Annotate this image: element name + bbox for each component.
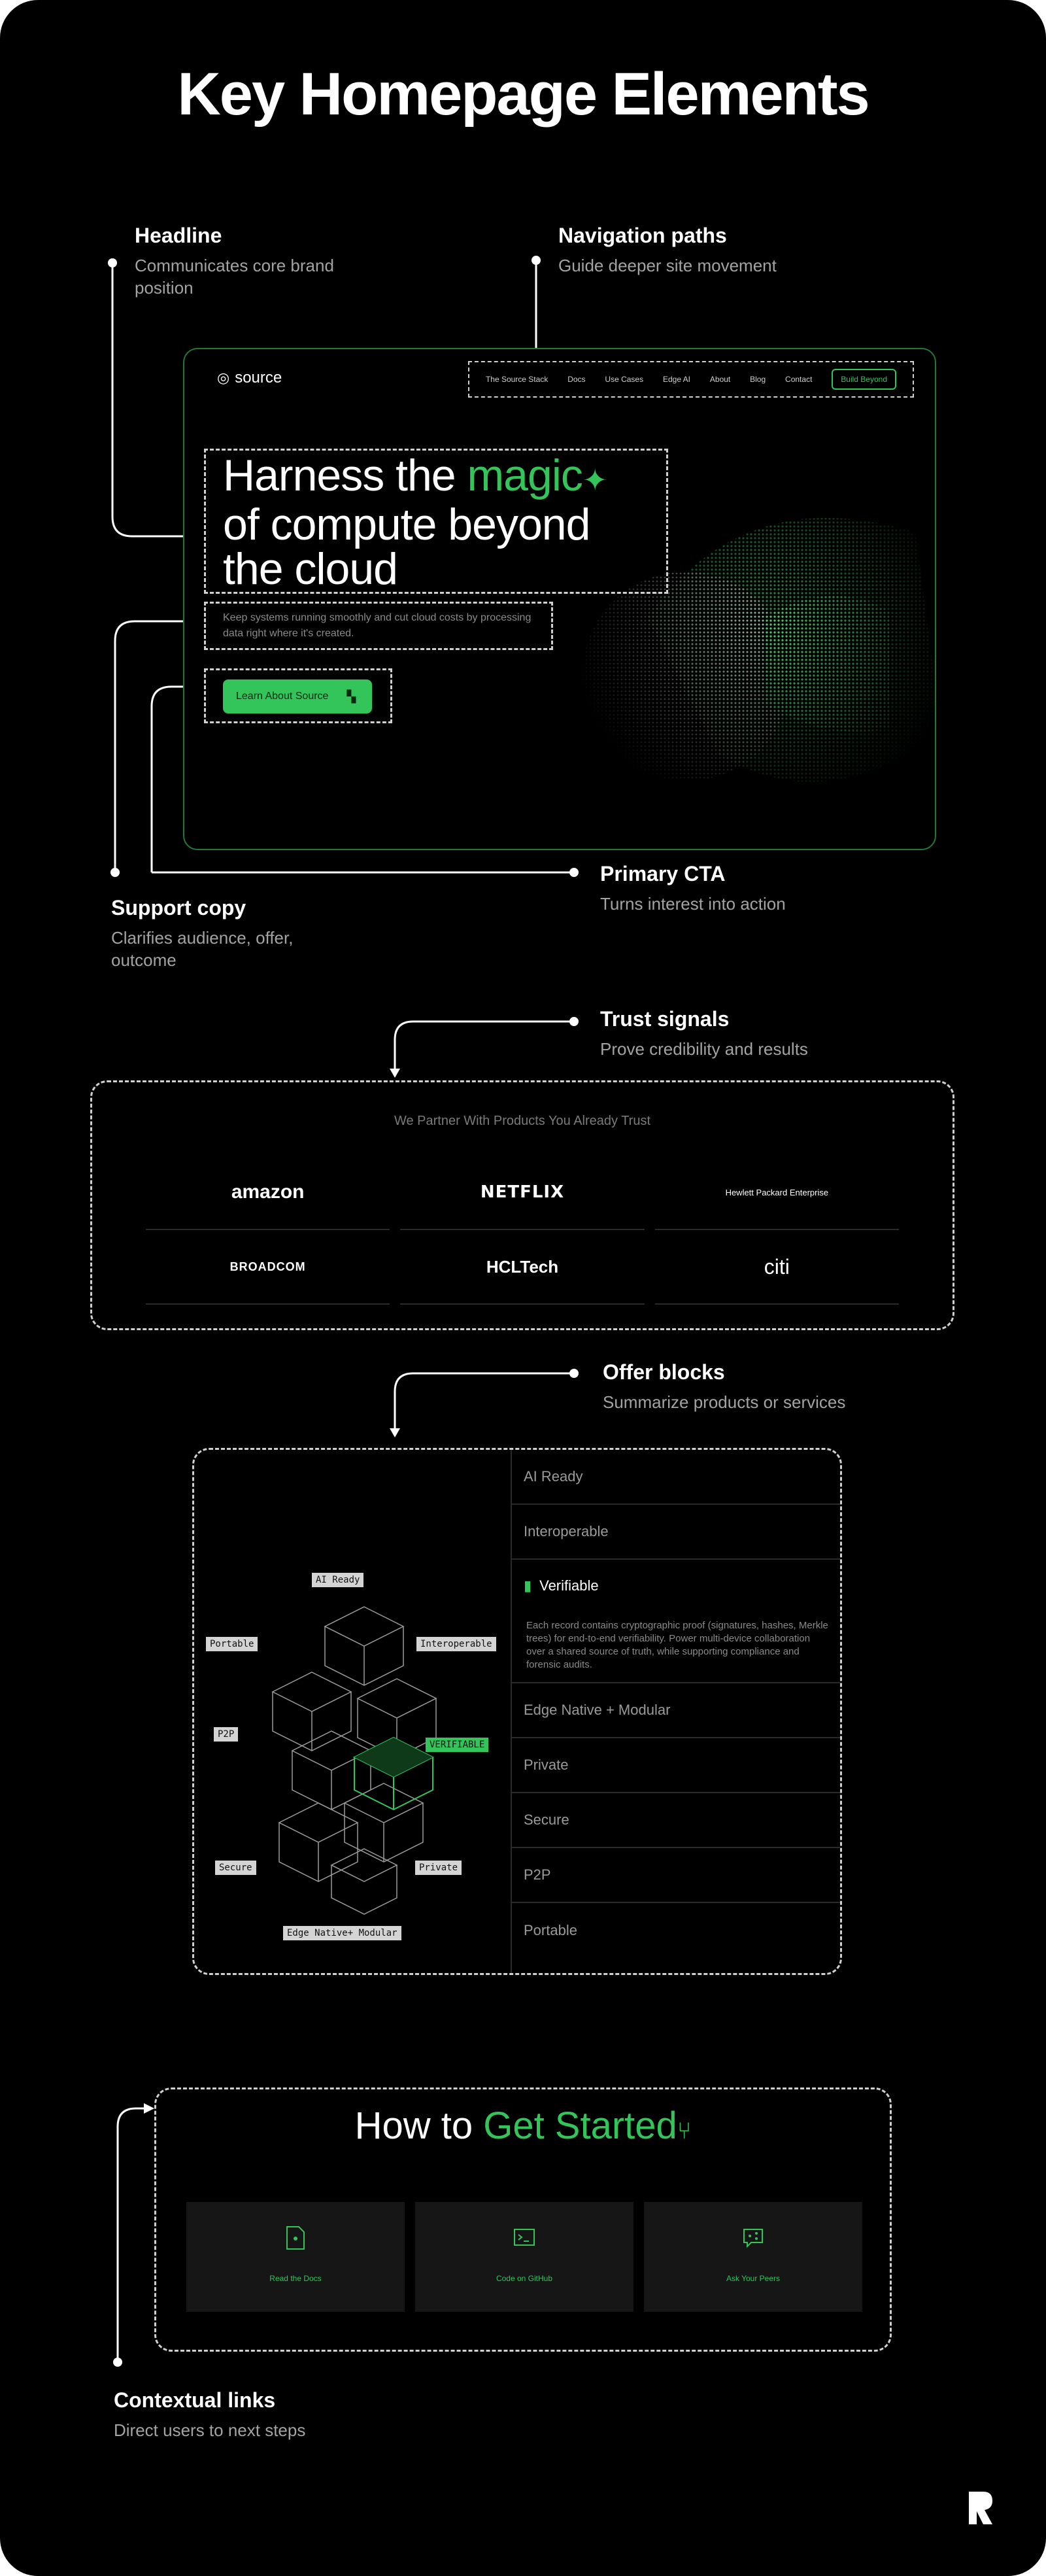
- github-link-card[interactable]: Code on GitHub: [415, 2202, 633, 2312]
- annotation-primary-cta: Primary CTA Turns interest into action: [600, 862, 875, 915]
- annotation-subtitle: Turns interest into action: [600, 894, 786, 914]
- headline-text: Harness the: [223, 451, 467, 500]
- annotation-contextual-links: Contextual links Direct users to next st…: [114, 2388, 414, 2441]
- offer-item-interoperable[interactable]: Interoperable: [512, 1505, 840, 1560]
- logo-icon: ◎: [217, 369, 230, 386]
- diagram-label-interoperable: Interoperable: [416, 1637, 496, 1651]
- offer-item-portable[interactable]: Portable: [524, 1922, 577, 1938]
- annotation-navigation: Navigation paths Guide deeper site movem…: [558, 224, 833, 277]
- cta-highlight: Learn About Source ▚: [204, 668, 392, 723]
- annotation-title: Contextual links: [114, 2388, 276, 2412]
- offer-item-ai-ready[interactable]: AI Ready: [512, 1450, 840, 1505]
- offer-item-edge-native[interactable]: Edge Native + Modular: [512, 1683, 840, 1738]
- offer-item-p2p[interactable]: P2P: [512, 1848, 840, 1903]
- diagram-label-portable: Portable: [206, 1637, 258, 1651]
- get-started-heading: How to Get Started⑂: [156, 2104, 890, 2148]
- chat-network-icon: [743, 2229, 763, 2248]
- logo-text: source: [235, 369, 282, 386]
- partner-logo-netflix: NETFLIX: [400, 1156, 645, 1230]
- offer-item-secure[interactable]: Secure: [512, 1793, 840, 1848]
- annotation-headline: Headline Communicates core brand positio…: [135, 224, 370, 299]
- annotation-subtitle: Direct users to next steps: [114, 2420, 306, 2440]
- offer-item-private[interactable]: Private: [512, 1738, 840, 1793]
- offer-blocks-section: AI Ready Portable Interoperable P2P VERI…: [192, 1448, 842, 1975]
- offer-item-verifiable[interactable]: ▮ Verifiable: [512, 1560, 840, 1611]
- diagram-label-verifiable: VERIFIABLE: [426, 1738, 489, 1752]
- annotation-title: Offer blocks: [603, 1360, 725, 1384]
- annotation-title: Navigation paths: [558, 224, 727, 247]
- annotation-subtitle: Guide deeper site movement: [558, 256, 777, 275]
- arrow-blocks-icon: ▚: [346, 689, 356, 703]
- annotation-title: Primary CTA: [600, 862, 726, 885]
- annotation-offer-blocks: Offer blocks Summarize products or servi…: [603, 1360, 903, 1413]
- nav-item-contact[interactable]: Contact: [785, 375, 813, 384]
- terminal-icon: [514, 2229, 535, 2246]
- diagram-label-private: Private: [415, 1861, 462, 1875]
- trust-heading: We Partner With Products You Already Tru…: [394, 1114, 651, 1128]
- annotation-subtitle: Clarifies audience, offer, outcome: [111, 928, 294, 970]
- button-label: Learn About Source: [236, 691, 329, 702]
- offer-item-description: Each record contains cryptographic proof…: [512, 1611, 840, 1683]
- dot-sphere-graphic: [582, 517, 935, 782]
- headline-accent: magic: [467, 451, 583, 500]
- partner-logo-hcltech: HCLTech: [400, 1230, 645, 1305]
- branch-icon: ⑂: [677, 2117, 692, 2144]
- card-label: Ask Your Peers: [726, 2274, 781, 2283]
- heading-accent: Get Started: [483, 2104, 677, 2147]
- headline-rest: of compute beyond the cloud: [223, 500, 590, 594]
- offer-item-label: Verifiable: [539, 1577, 599, 1594]
- learn-about-source-button[interactable]: Learn About Source ▚: [223, 679, 372, 713]
- diagram-label-secure: Secure: [215, 1861, 256, 1875]
- diagram-label-edge-native: Edge Native+ Modular: [283, 1926, 401, 1940]
- brand-mark-icon: [969, 2492, 992, 2524]
- nav-item-docs[interactable]: Docs: [567, 375, 586, 384]
- partner-logo-grid: amazon NETFLIX Hewlett Packard Enterpris…: [146, 1156, 899, 1305]
- main-navigation: The Source Stack Docs Use Cases Edge AI …: [468, 361, 914, 398]
- hero-mockup: ◎ source The Source Stack Docs Use Cases…: [183, 348, 936, 850]
- annotation-title: Headline: [135, 224, 222, 247]
- brand-logo[interactable]: ◎ source: [217, 369, 282, 387]
- annotation-subtitle: Prove credibility and results: [600, 1039, 808, 1059]
- annotation-subtitle: Communicates core brand position: [135, 256, 334, 298]
- document-icon: ▮: [524, 1577, 532, 1594]
- partner-logo-broadcom: BROADCOM: [146, 1230, 390, 1305]
- nav-item-edge-ai[interactable]: Edge AI: [662, 375, 691, 384]
- diagram-label-p2p: P2P: [214, 1727, 239, 1742]
- trust-signals-section: We Partner With Products You Already Tru…: [90, 1080, 954, 1330]
- isometric-cube-diagram: [271, 1606, 437, 1915]
- hero-support-copy: Keep systems running smoothly and cut cl…: [204, 602, 553, 650]
- peers-link-card[interactable]: Ask Your Peers: [644, 2202, 862, 2312]
- annotation-subtitle: Summarize products or services: [603, 1392, 846, 1412]
- sparkle-icon: ✦: [582, 463, 608, 497]
- card-label: Code on GitHub: [496, 2274, 553, 2283]
- document-share-icon: [286, 2226, 305, 2250]
- nav-item-use-cases[interactable]: Use Cases: [605, 375, 644, 384]
- build-beyond-button[interactable]: Build Beyond: [832, 369, 896, 390]
- nav-item-about[interactable]: About: [709, 375, 731, 384]
- nav-item-source-stack[interactable]: The Source Stack: [485, 375, 548, 384]
- offer-feature-list: AI Ready Interoperable ▮ Verifiable Each…: [511, 1450, 840, 1973]
- card-label: Read the Docs: [269, 2274, 322, 2283]
- annotation-title: Trust signals: [600, 1007, 730, 1031]
- docs-link-card[interactable]: Read the Docs: [186, 2202, 405, 2312]
- partner-logo-hpe: Hewlett Packard Enterprise: [654, 1156, 899, 1230]
- partner-logo-amazon: amazon: [146, 1156, 390, 1230]
- annotation-support-copy: Support copy Clarifies audience, offer, …: [111, 896, 346, 971]
- annotation-title: Support copy: [111, 896, 246, 919]
- heading-text: How to: [354, 2104, 484, 2147]
- annotation-trust-signals: Trust signals Prove credibility and resu…: [600, 1007, 875, 1060]
- diagram-label-ai-ready: AI Ready: [312, 1573, 364, 1587]
- hero-headline: Harness the magic✦ of compute beyond the…: [204, 449, 668, 594]
- get-started-section: How to Get Started⑂ Read the Docs Code o…: [154, 2087, 892, 2352]
- page-title: Key Homepage Elements: [177, 61, 869, 128]
- partner-logo-citi: citi: [654, 1230, 899, 1305]
- nav-item-blog[interactable]: Blog: [750, 375, 766, 384]
